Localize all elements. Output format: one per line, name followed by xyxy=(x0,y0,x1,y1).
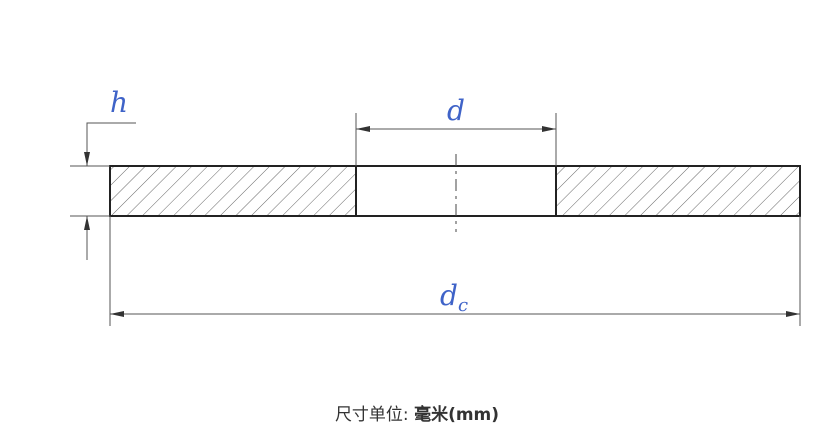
unit-caption: 尺寸单位: 毫米(mm) xyxy=(0,400,834,425)
right-hatched-section xyxy=(556,166,800,216)
dc-label-sub: c xyxy=(458,295,468,316)
left-hatched-section xyxy=(110,166,356,216)
d-label: d xyxy=(447,94,465,127)
h-label: h xyxy=(110,86,128,119)
washer-section xyxy=(109,154,801,232)
dimension-lines xyxy=(70,113,801,326)
dc-label: dc xyxy=(440,279,468,316)
caption-prefix: 尺寸单位: xyxy=(334,405,415,425)
caption-unit: 毫米(mm) xyxy=(414,405,500,425)
dc-label-main: d xyxy=(440,279,458,312)
h-leader-top xyxy=(84,122,136,166)
washer-outline xyxy=(109,165,801,217)
